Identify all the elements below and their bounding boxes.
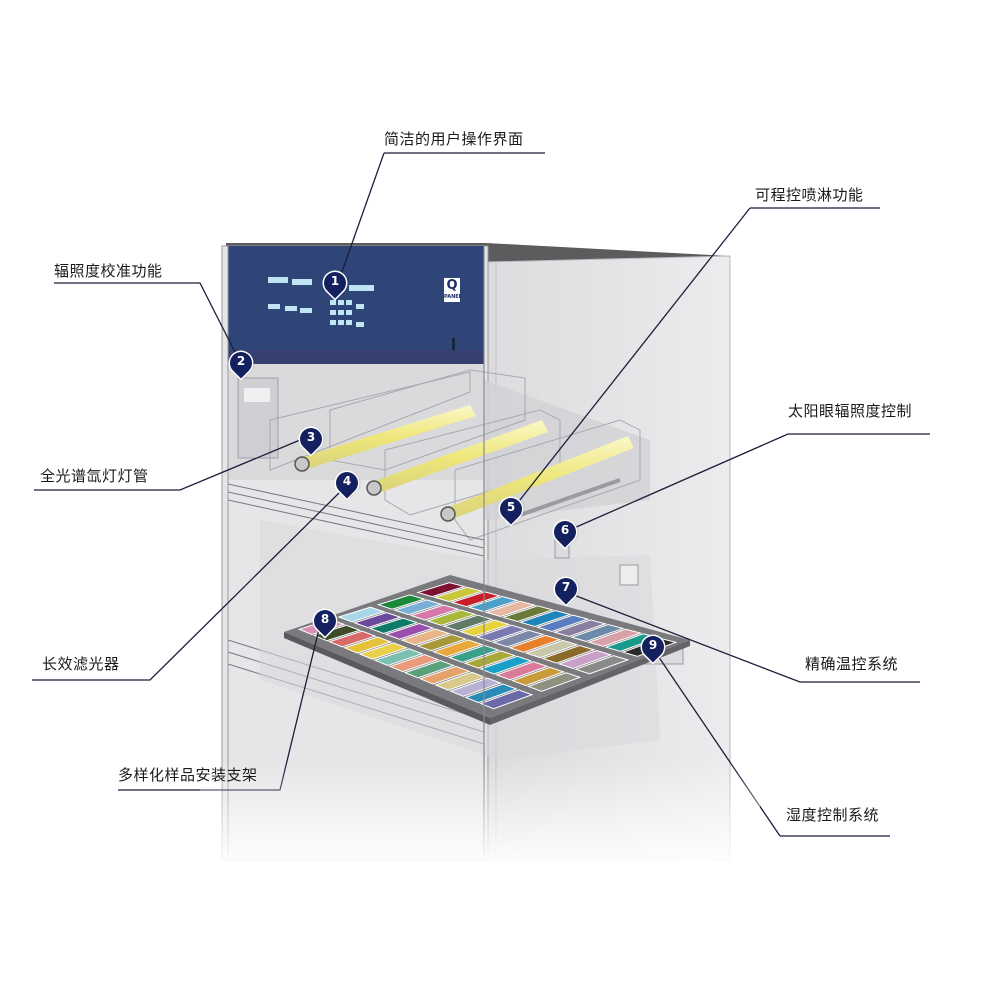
sample-swatch xyxy=(587,628,643,647)
sample-swatch xyxy=(464,683,518,704)
sample-swatch xyxy=(373,648,424,666)
sample-swatch xyxy=(463,650,517,669)
sample-swatch xyxy=(450,591,502,608)
sample-swatch xyxy=(553,619,607,637)
callout-marker-7: 7 xyxy=(550,573,582,605)
label-xenon-lamp: 全光谱氙灯灯管 xyxy=(40,467,149,485)
sample-swatch xyxy=(442,614,494,632)
brand-logo-sub: PANEL xyxy=(444,294,462,300)
sample-swatch xyxy=(409,604,460,621)
sample-swatch xyxy=(541,644,596,664)
callout-marker-5: 5 xyxy=(495,493,527,525)
xenon-lamps xyxy=(294,405,634,522)
sample-swatch xyxy=(557,650,613,669)
brand-logo: Q PANEL xyxy=(444,278,462,302)
sample-swatch xyxy=(352,612,402,629)
sample-swatch xyxy=(508,634,562,653)
sample-swatch xyxy=(327,630,377,648)
sample-swatch xyxy=(400,628,451,646)
sample-swatch xyxy=(433,586,484,603)
sample-swatch xyxy=(312,624,362,642)
sample-swatch xyxy=(403,659,456,679)
label-sample-holders: 多样化样品安装支架 xyxy=(118,766,258,784)
sample-swatch xyxy=(511,666,566,687)
sample-swatch xyxy=(368,617,419,634)
sample-swatch xyxy=(418,665,471,685)
label-user-interface: 简洁的用户操作界面 xyxy=(384,130,524,148)
sample-swatch xyxy=(475,624,528,643)
label-long-life-filter: 长效滤光器 xyxy=(42,655,120,673)
brand-logo-letter: Q xyxy=(446,278,458,293)
label-irradiance-calibration: 辐照度校准功能 xyxy=(54,262,163,280)
sample-swatch xyxy=(479,655,533,675)
sample-swatch xyxy=(447,644,500,663)
label-temperature-control: 精确温控系统 xyxy=(805,655,899,673)
control-panel-displays xyxy=(268,277,374,327)
sample-swatch xyxy=(518,610,572,628)
sample-swatch xyxy=(416,582,467,598)
sample-swatch xyxy=(426,609,477,626)
sample-swatch xyxy=(416,633,468,652)
lamp-chamber xyxy=(228,364,484,480)
sample-tray xyxy=(284,575,690,725)
sample-swatch xyxy=(434,671,487,691)
sample-swatch xyxy=(449,677,503,697)
sample-swatch xyxy=(574,655,630,675)
sample-swatch xyxy=(526,672,582,692)
sample-swatch xyxy=(376,594,426,610)
sample-swatch xyxy=(495,661,549,681)
sample-swatch xyxy=(337,606,386,623)
label-solar-eye-control: 太阳眼辐照度控制 xyxy=(788,402,913,420)
sample-swatch xyxy=(501,605,555,623)
callout-marker-4: 4 xyxy=(331,467,363,499)
sample-swatch xyxy=(393,599,443,616)
sample-swatch xyxy=(458,619,511,637)
callout-marker-6: 6 xyxy=(549,516,581,548)
callout-marker-1: 1 xyxy=(319,267,351,299)
sample-swatch xyxy=(491,629,545,648)
sample-swatch xyxy=(479,689,534,710)
sample-swatch xyxy=(484,600,537,618)
callout-marker-8: 8 xyxy=(309,605,341,637)
sample-swatch xyxy=(384,623,435,640)
callout-marker-2: 2 xyxy=(225,347,257,379)
callout-marker-3: 3 xyxy=(295,423,327,455)
callout-marker-9: 9 xyxy=(637,631,669,663)
sample-swatch xyxy=(570,623,625,642)
sample-swatch xyxy=(524,639,579,659)
sample-swatch xyxy=(343,636,393,654)
sample-swatch xyxy=(467,596,519,613)
sample-swatch xyxy=(535,614,590,632)
label-programmable-spray: 可程控喷淋功能 xyxy=(755,186,864,204)
sample-swatch xyxy=(431,639,484,658)
sample-swatch xyxy=(388,654,440,673)
sample-swatch xyxy=(358,642,409,660)
label-humidity-control: 湿度控制系统 xyxy=(786,806,880,824)
